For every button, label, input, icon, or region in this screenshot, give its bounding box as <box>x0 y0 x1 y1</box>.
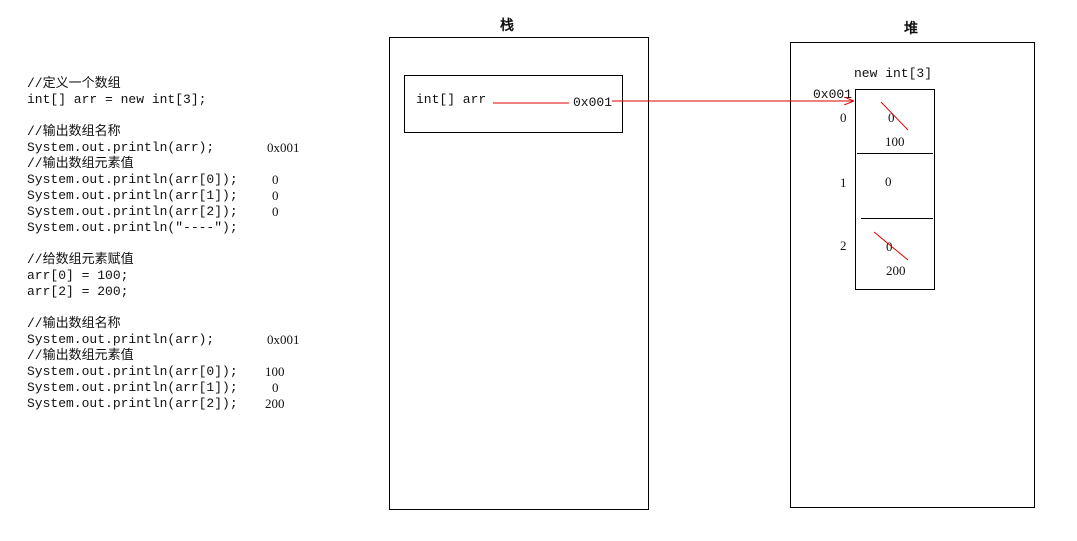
heap-region <box>790 42 1035 508</box>
code-text: System.out.println(arr); <box>27 140 215 155</box>
code-text: System.out.println(arr[1]); <box>27 380 238 395</box>
stack-variable-value: 0x001 <box>573 95 613 110</box>
code-text: //输出数组名称 <box>27 316 121 331</box>
console-output: 200 <box>265 396 285 411</box>
cell-new-value-0: 100 <box>885 134 905 149</box>
stack-title: 栈 <box>500 18 514 34</box>
code-text: System.out.println(arr); <box>27 332 215 347</box>
strike-old-value-0 <box>880 101 909 131</box>
console-output: 0x001 <box>267 140 300 155</box>
code-text: //定义一个数组 <box>27 76 121 91</box>
code-line: //定义一个数组 <box>27 76 238 92</box>
code-text: //给数组元素赋值 <box>27 252 134 267</box>
code-text: System.out.println(arr[0]); <box>27 172 238 187</box>
code-text: System.out.println(arr[2]); <box>27 204 238 219</box>
heap-address: 0x001 <box>813 87 853 102</box>
code-line: System.out.println(arr); 0x001 <box>27 140 300 156</box>
stack-frame-arr <box>404 75 623 133</box>
code-line: System.out.println(arr[1]); 0 <box>27 380 279 396</box>
cell-divider <box>857 153 933 154</box>
code-line: System.out.println(arr[1]); 0 <box>27 188 279 204</box>
code-line: System.out.println(arr[0]); 0 <box>27 172 279 188</box>
code-line: //输出数组元素值 <box>27 348 238 364</box>
code-line: System.out.println(arr[2]); 200 <box>27 396 285 412</box>
cell-new-value-1: 0 <box>885 174 892 189</box>
heap-title: 堆 <box>904 21 918 37</box>
strike-old-value-2 <box>873 231 909 261</box>
cell-old-value-0: 0 <box>888 110 895 125</box>
cell-index-0: 0 <box>840 110 847 125</box>
console-output: 0 <box>272 380 279 395</box>
cell-divider <box>861 218 933 219</box>
code-text: //输出数组名称 <box>27 124 121 139</box>
code-text: System.out.println(arr[2]); <box>27 396 238 411</box>
code-line: System.out.println("----"); <box>27 220 238 236</box>
code-line: //给数组元素赋值 <box>27 252 238 268</box>
cell-index-1: 1 <box>840 175 847 190</box>
code-text: arr[2] = 200; <box>27 284 129 299</box>
console-output: 0 <box>272 188 279 203</box>
console-output: 100 <box>265 364 285 379</box>
code-text: //输出数组元素值 <box>27 348 134 363</box>
cell-old-value-2: 0 <box>886 239 893 254</box>
console-output: 0 <box>272 204 279 219</box>
code-line: System.out.println(arr[0]); 100 <box>27 364 285 380</box>
code-line: System.out.println(arr[2]); 0 <box>27 204 279 220</box>
code-line: //输出数组元素值 <box>27 156 238 172</box>
stack-region <box>389 37 649 510</box>
cell-index-2: 2 <box>840 238 847 253</box>
code-line: System.out.println(arr); 0x001 <box>27 332 300 348</box>
code-line: arr[2] = 200; <box>27 284 238 300</box>
code-line: //输出数组名称 <box>27 316 238 332</box>
code-text: System.out.println(arr[1]); <box>27 188 238 203</box>
code-text: int[] arr = new int[3]; <box>27 92 207 107</box>
cell-new-value-2: 200 <box>886 263 906 278</box>
code-text: arr[0] = 100; <box>27 268 129 283</box>
heap-object-label: new int[3] <box>854 66 933 81</box>
stack-variable-label: int[] arr <box>416 92 487 107</box>
code-line: arr[0] = 100; <box>27 268 238 284</box>
console-output: 0x001 <box>267 332 300 347</box>
code-text: System.out.println("----"); <box>27 220 238 235</box>
code-text: //输出数组元素值 <box>27 156 134 171</box>
console-output: 0 <box>272 172 279 187</box>
code-line: //输出数组名称 <box>27 124 238 140</box>
code-line: int[] arr = new int[3]; <box>27 92 238 108</box>
heap-array-object <box>855 89 935 290</box>
code-text: System.out.println(arr[0]); <box>27 364 238 379</box>
